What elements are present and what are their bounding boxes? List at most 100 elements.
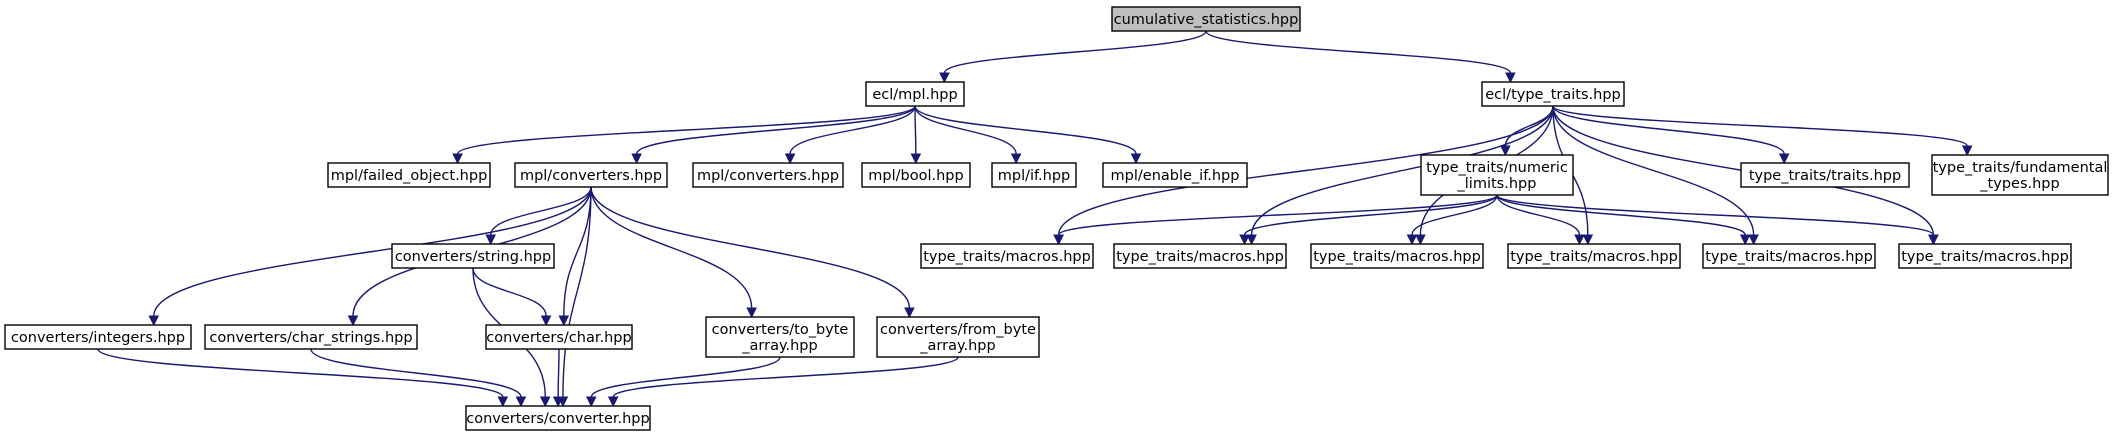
node-conv-integers[interactable]: converters/integers.hpp xyxy=(4,324,192,350)
node-box xyxy=(327,162,491,188)
arrowhead-icon xyxy=(485,234,497,246)
edges-layer xyxy=(97,30,1973,408)
edge-line xyxy=(490,186,592,236)
arrowhead-icon xyxy=(347,315,359,327)
edge-line xyxy=(1411,194,1498,236)
arrowhead-icon xyxy=(148,315,160,327)
node-tt-macros-3[interactable]: type_traits/macros.hpp xyxy=(1310,243,1484,269)
edge-line xyxy=(1250,105,1554,236)
node-label: converters/from_byte xyxy=(880,322,1036,338)
edge-ecl-mpl-to-mpl-bool xyxy=(910,105,922,165)
node-tt-traits[interactable]: type_traits/traits.hpp xyxy=(1740,162,1910,188)
edge-line xyxy=(590,356,781,398)
node-tt-numeric-limits[interactable]: type_traits/numeric_limits.hpp xyxy=(1420,154,1574,196)
node-box xyxy=(4,324,192,350)
edge-tt-numeric-limits-to-tt-macros-4 xyxy=(1496,194,1585,246)
arrowhead-icon xyxy=(558,315,570,327)
edge-line xyxy=(1552,105,1755,236)
node-ecl-mpl[interactable]: ecl/mpl.hpp xyxy=(865,81,965,107)
edge-mpl-converters-a-to-conv-to-byte-array xyxy=(590,186,757,319)
node-label: mpl/if.hpp xyxy=(998,168,1071,184)
node-ecl-type-traits[interactable]: ecl/type_traits.hpp xyxy=(1481,81,1625,107)
node-mpl-enable-if[interactable]: mpl/enable_if.hpp xyxy=(1102,162,1248,188)
node-label: ecl/mpl.hpp xyxy=(872,87,957,103)
edge-line xyxy=(914,105,917,155)
edge-line xyxy=(1552,105,1968,147)
edge-conv-to-byte-array-to-conv-converter xyxy=(585,356,781,408)
node-label: converters/integers.hpp xyxy=(11,330,185,346)
edge-line xyxy=(914,105,1017,155)
node-mpl-converters-a[interactable]: mpl/converters.hpp xyxy=(514,162,668,188)
node-box xyxy=(1740,162,1910,188)
node-label: type_traits/macros.hpp xyxy=(1705,249,1873,265)
arrowhead-icon xyxy=(552,396,564,408)
node-label: mpl/failed_object.hpp xyxy=(331,168,488,184)
node-mpl-failed-object[interactable]: mpl/failed_object.hpp xyxy=(327,162,491,188)
edge-line xyxy=(943,30,1207,74)
node-conv-char[interactable]: converters/char.hpp xyxy=(485,324,633,350)
node-conv-converter[interactable]: converters/converter.hpp xyxy=(465,405,651,431)
arrowhead-icon xyxy=(1778,153,1790,165)
edge-line xyxy=(635,105,916,155)
node-tt-macros-4[interactable]: type_traits/macros.hpp xyxy=(1507,243,1681,269)
node-box xyxy=(1898,243,2072,269)
node-conv-string[interactable]: converters/string.hpp xyxy=(391,243,555,269)
arrowhead-icon xyxy=(784,153,796,165)
node-tt-macros-1[interactable]: type_traits/macros.hpp xyxy=(920,243,1094,269)
arrowhead-icon xyxy=(585,396,597,408)
node-mpl-converters-b[interactable]: mpl/converters.hpp xyxy=(692,162,844,188)
edge-tt-numeric-limits-to-tt-macros-5 xyxy=(1496,194,1751,246)
node-label: ecl/type_traits.hpp xyxy=(1485,87,1620,103)
arrowhead-icon xyxy=(1961,145,1973,157)
node-box xyxy=(465,405,651,431)
node-tt-macros-5[interactable]: type_traits/macros.hpp xyxy=(1702,243,1876,269)
edge-root-to-ecl-type-traits xyxy=(1205,30,1516,84)
edge-conv-char-strings-to-conv-converter xyxy=(310,348,527,408)
node-label: cumulative_statistics.hpp xyxy=(1114,12,1299,28)
node-box xyxy=(1102,162,1248,188)
node-conv-from-byte-array[interactable]: converters/from_byte_array.hpp xyxy=(876,316,1040,358)
edge-tt-numeric-limits-to-tt-macros-1 xyxy=(1053,194,1498,246)
arrowhead-icon xyxy=(631,153,642,165)
node-box xyxy=(865,81,965,107)
node-box xyxy=(1111,6,1301,32)
arrowhead-icon xyxy=(1582,234,1594,246)
edge-line xyxy=(1057,105,1554,236)
node-label: _types.hpp xyxy=(1979,176,2059,192)
node-box xyxy=(920,243,1094,269)
arrowhead-icon xyxy=(1748,234,1759,246)
arrowhead-icon xyxy=(497,396,509,408)
node-conv-char-strings[interactable]: converters/char_strings.hpp xyxy=(204,324,418,350)
node-label: _limits.hpp xyxy=(1457,176,1537,192)
edge-line xyxy=(472,267,547,317)
node-conv-to-byte-array[interactable]: converters/to_byte_array.hpp xyxy=(705,316,855,358)
node-tt-fundamental[interactable]: type_traits/fundamental_types.hpp xyxy=(1931,154,2109,196)
node-label: _array.hpp xyxy=(741,338,817,354)
edge-line xyxy=(557,348,560,398)
edge-ecl-mpl-to-mpl-converters-b xyxy=(784,105,916,165)
edge-ecl-type-traits-to-tt-macros-5 xyxy=(1552,105,1759,246)
node-label: converters/char_strings.hpp xyxy=(209,330,412,346)
node-mpl-if[interactable]: mpl/if.hpp xyxy=(991,162,1077,188)
arrowhead-icon xyxy=(910,153,922,165)
edge-line xyxy=(153,186,592,317)
node-box xyxy=(514,162,668,188)
node-box xyxy=(692,162,844,188)
arrowhead-icon xyxy=(1053,234,1064,246)
edge-line xyxy=(456,105,916,155)
edge-mpl-converters-a-to-conv-from-byte-array xyxy=(590,186,915,319)
node-box xyxy=(1113,243,1287,269)
edge-mpl-converters-a-to-conv-string xyxy=(485,186,592,246)
node-mpl-bool[interactable]: mpl/bool.hpp xyxy=(861,162,971,188)
node-label: type_traits/macros.hpp xyxy=(1313,249,1481,265)
node-tt-macros-6[interactable]: type_traits/macros.hpp xyxy=(1898,243,2072,269)
edge-mpl-converters-a-to-conv-char xyxy=(558,186,592,327)
arrowhead-icon xyxy=(452,153,463,165)
edge-tt-numeric-limits-to-tt-macros-3 xyxy=(1406,194,1498,246)
node-box xyxy=(204,324,418,350)
edge-line xyxy=(1504,105,1554,147)
edge-conv-char-to-conv-converter xyxy=(552,348,564,408)
node-tt-macros-2[interactable]: type_traits/macros.hpp xyxy=(1113,243,1287,269)
edge-ecl-mpl-to-mpl-failed-object xyxy=(452,105,916,165)
edge-line xyxy=(914,105,1137,155)
